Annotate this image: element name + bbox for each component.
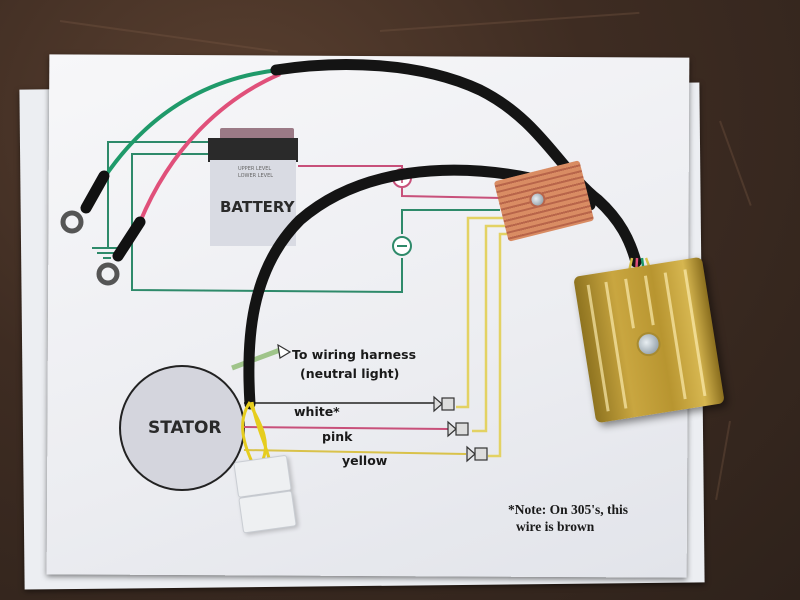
stator-connector xyxy=(233,454,298,534)
battery-top xyxy=(208,138,298,162)
stator-yellow-leads xyxy=(241,401,272,463)
harness-sleeve-top xyxy=(270,59,642,268)
heatsink-fin xyxy=(624,278,635,329)
ring-terminal-icon xyxy=(60,170,110,234)
bolt-icon xyxy=(527,189,548,210)
bolt-icon xyxy=(634,330,663,358)
yellow-wire-line xyxy=(243,449,467,455)
ground-line-inner xyxy=(131,153,403,294)
wire-label-pink: pink xyxy=(322,429,353,444)
yellow-diagram-lines xyxy=(456,216,512,458)
harness-annotation: To wiring harness xyxy=(292,347,417,362)
positive-line-b xyxy=(401,188,503,199)
ring-terminal-icon xyxy=(96,216,146,286)
upper-level-text: UPPER LEVEL xyxy=(238,166,272,172)
lower-level-text: LOWER LEVEL xyxy=(238,173,274,179)
battery-caps xyxy=(220,128,294,140)
battery-body xyxy=(210,160,296,246)
negative-terminal-icon xyxy=(392,236,412,256)
stator-label: STATOR xyxy=(148,418,222,438)
ground-line-outer xyxy=(107,141,208,248)
battery-illustration: UPPER LEVEL LOWER LEVEL xyxy=(208,128,298,246)
note-line-1: *Note: On 305's, this xyxy=(508,502,629,517)
pink-wire-line xyxy=(243,426,449,430)
harness-arrow-icon xyxy=(231,343,292,371)
battery-label: BATTERY xyxy=(220,198,295,216)
negative-line xyxy=(401,209,500,234)
heatsink-fin xyxy=(643,275,655,326)
wire-label-white: white* xyxy=(294,404,340,419)
neutral-light-annotation: (neutral light) xyxy=(300,366,400,381)
wire-label-yellow: yellow xyxy=(342,453,388,468)
heatsink-fin xyxy=(663,272,687,400)
positive-line-a xyxy=(298,165,403,170)
physical-green-wire xyxy=(102,68,279,180)
heatsink-fin xyxy=(604,281,628,409)
connector-arrow-icon xyxy=(433,395,488,463)
physical-pink-wire xyxy=(138,72,281,223)
ground-circuit xyxy=(107,141,500,294)
rectifier-regulator xyxy=(573,256,725,424)
heatsink-fin xyxy=(683,269,707,397)
connector-block-bottom xyxy=(238,490,297,534)
note-line-2: wire is brown xyxy=(516,519,595,534)
